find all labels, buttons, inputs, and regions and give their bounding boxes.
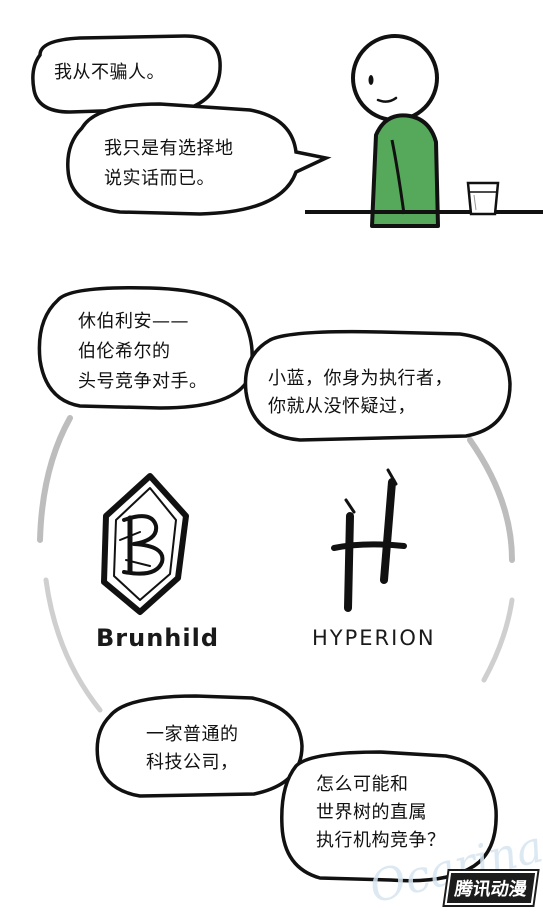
hyperion-wordmark: HYPERION [312,626,436,650]
brunhild-wordmark: Brunhild [96,624,220,652]
company-bubble-line-1: 一家普通的 [146,724,239,745]
xiaolan-bubble-line-1: 小蓝，你身为执行者， [268,368,453,389]
brand-logo: 腾讯动漫 [444,871,538,905]
character-figure [351,34,440,228]
speech-bubble-xiaolan [243,329,512,442]
xiaolan-bubble-line-2: 你就从没怀疑过， [268,396,416,417]
character-mouth [376,96,398,103]
hyperion-bubble-line-3: 头号竞争对手。 [78,371,208,392]
hyperion-bubble-line-2: 伯伦希尔的 [78,341,171,362]
character-head [351,34,439,122]
character-eye [368,75,374,85]
speech-bubble-a [31,34,222,114]
glass-icon [466,181,500,216]
hyperion-logo [331,468,407,612]
circle-frame [37,415,515,713]
brunhild-logo [101,473,189,615]
speech-bubble-compete [280,750,498,883]
hyperion-bubble-line-1: 休伯利安—— [78,311,189,332]
compete-bubble-line-3: 执行机构竞争？ [316,830,446,851]
company-bubble-line-2: 科技公司， [146,752,239,773]
bubble-a-line-1: 我从不骗人。 [54,62,165,83]
bubble-b-line-1: 我只是有选择地 [104,138,234,159]
speech-bubble-b [66,102,332,216]
compete-bubble-line-1: 怎么可能和 [316,774,409,795]
character-shirt [370,113,440,228]
bubble-b-line-2: 说实话而已。 [104,168,215,189]
character-arm [390,139,406,215]
compete-bubble-line-2: 世界树的直属 [316,802,427,823]
